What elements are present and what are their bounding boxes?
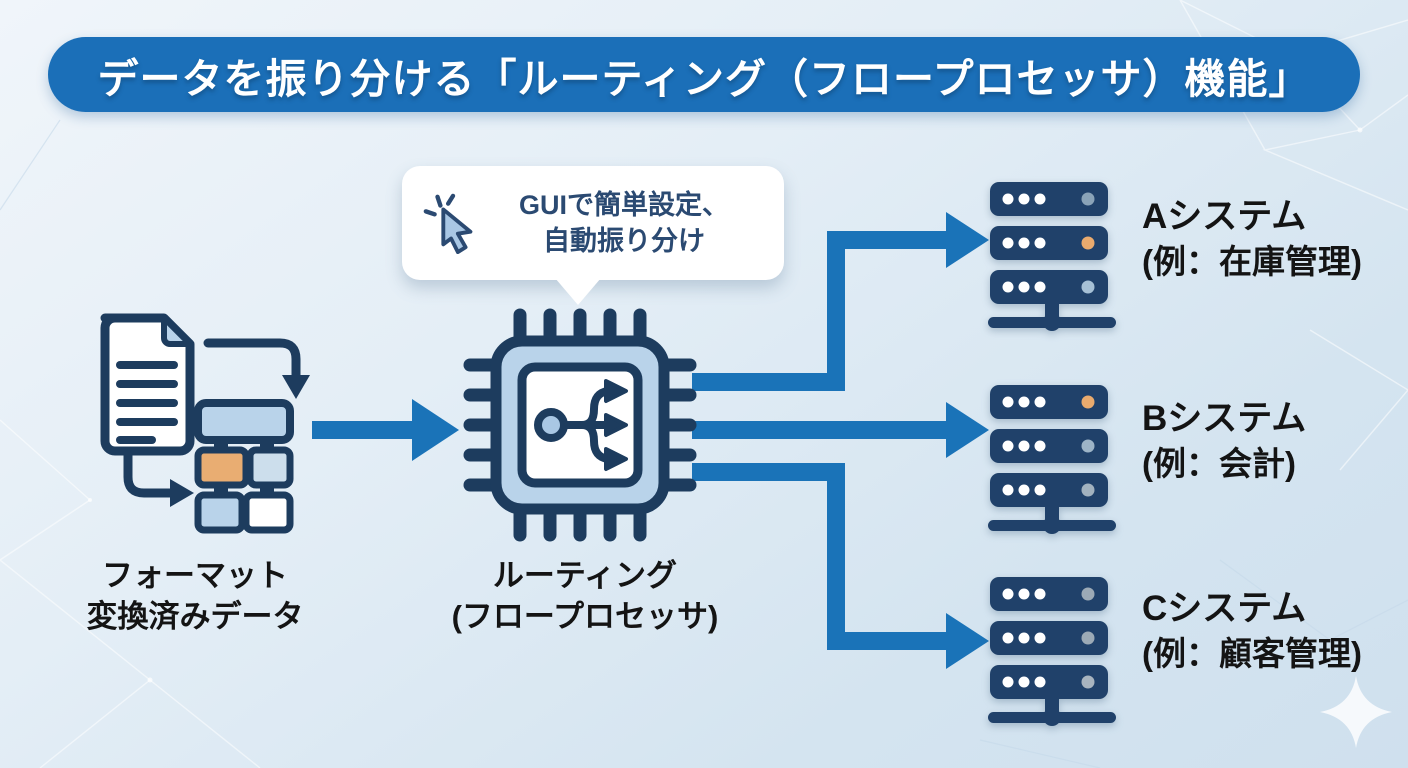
callout-bubble: GUIで簡単設定、 自動振り分け — [402, 166, 784, 305]
page-title: データを振り分ける「ルーティング（フロープロセッサ）機能」 — [97, 55, 1311, 102]
server-status-dot — [1081, 280, 1095, 294]
callout-text-line2: 自動振り分け — [543, 226, 705, 256]
system-c-name: Cシステム — [1142, 589, 1307, 628]
system-a-name: Aシステム — [1142, 197, 1307, 236]
source-label-line1: フォーマット — [102, 558, 288, 593]
source-label: フォーマット 変換済みデータ — [60, 556, 330, 638]
callout-bubble-tail — [555, 278, 601, 305]
curved-arrow-down-icon — [203, 338, 310, 399]
server-status-dot — [1081, 483, 1095, 497]
system-c-example: (例：顧客管理) — [1142, 635, 1362, 673]
sparkle-icon — [1320, 676, 1392, 748]
server-status-dot — [1081, 631, 1095, 645]
data-blocks-icon — [194, 399, 294, 534]
curved-arrow-right-icon — [123, 450, 194, 507]
document-icon — [100, 313, 195, 456]
server-icon — [988, 577, 1116, 726]
server-icon — [988, 385, 1116, 534]
system-a-label: Aシステム (例：在庫管理) — [1142, 194, 1362, 284]
callout-text: GUIで簡単設定、 自動振り分け — [484, 187, 764, 260]
server-icon — [988, 182, 1116, 331]
processor-to-system-c-arrow — [692, 463, 989, 669]
server-status-dot — [1081, 439, 1095, 453]
server-status-dot — [1081, 395, 1095, 409]
server-status-dot — [1081, 236, 1095, 250]
branching-arrows-icon — [534, 379, 628, 471]
system-b-label: Bシステム (例：会計) — [1142, 396, 1306, 486]
server-status-dot — [1081, 192, 1095, 206]
cpu-chip-icon — [463, 308, 697, 542]
system-b-example: (例：会計) — [1142, 445, 1296, 483]
title-banner: データを振り分ける「ルーティング（フロープロセッサ）機能」 — [48, 37, 1360, 112]
source-label-line2: 変換済みデータ — [86, 598, 304, 634]
processor-label-line2: (フロープロセッサ) — [451, 598, 719, 634]
processor-to-system-a-arrow — [692, 212, 989, 391]
processor-label-line1: ルーティング — [492, 558, 678, 593]
system-a-example: (例：在庫管理) — [1142, 243, 1362, 281]
server-status-dot — [1081, 587, 1095, 601]
processor-to-system-b-arrow — [692, 402, 989, 458]
system-c-label: Cシステム (例：顧客管理) — [1142, 586, 1362, 676]
source-to-processor-arrow — [312, 399, 459, 461]
processor-label: ルーティング (フロープロセッサ) — [420, 556, 750, 638]
cursor-click-icon — [423, 193, 473, 254]
document-database-icon — [100, 313, 310, 534]
system-b-name: Bシステム — [1142, 399, 1307, 438]
callout-text-line1: GUIで簡単設定、 — [518, 189, 729, 220]
server-status-dot — [1081, 675, 1095, 689]
